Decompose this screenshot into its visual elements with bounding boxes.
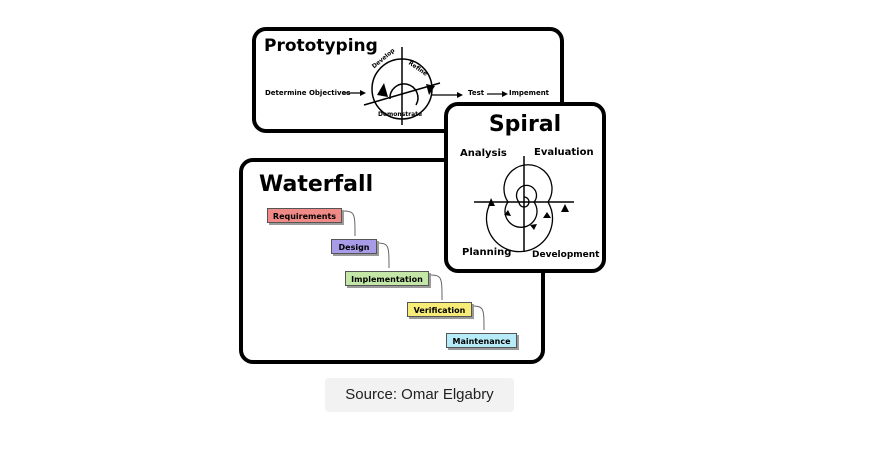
- prototyping-cycle-graphic: [342, 47, 508, 125]
- stage-test: Test: [468, 89, 485, 97]
- stage-determine-objectives: Determine Objectives: [265, 89, 351, 97]
- waterfall-step-verification: Verification: [407, 302, 472, 317]
- source-caption: Source: Omar Elgabry: [325, 378, 514, 412]
- waterfall-step-implementation: Implementation: [345, 271, 429, 286]
- stage-demonstrate: Demonstrate: [378, 111, 423, 118]
- waterfall-title: Waterfall: [259, 172, 374, 197]
- prototyping-title: Prototyping: [264, 36, 378, 56]
- waterfall-panel: Waterfall Requirements Design Implementa…: [239, 158, 545, 364]
- prototyping-panel: Prototyping Determine Objectives Develop…: [252, 27, 564, 133]
- waterfall-step-maintenance: Maintenance: [446, 333, 517, 348]
- quadrant-analysis: Analysis: [460, 148, 507, 159]
- waterfall-step-requirements: Requirements: [267, 208, 342, 223]
- waterfall-connectors: [341, 210, 485, 331]
- waterfall-step-design: Design: [331, 239, 377, 254]
- quadrant-planning: Planning: [462, 247, 512, 258]
- quadrant-evaluation: Evaluation: [534, 147, 594, 158]
- spiral-graphic: [474, 156, 574, 253]
- stage-impement: Impement: [509, 89, 550, 97]
- spiral-title: Spiral: [488, 112, 562, 137]
- spiral-panel: Spiral Analysis Evaluation Planning Deve…: [444, 102, 606, 273]
- quadrant-development: Development: [532, 250, 600, 260]
